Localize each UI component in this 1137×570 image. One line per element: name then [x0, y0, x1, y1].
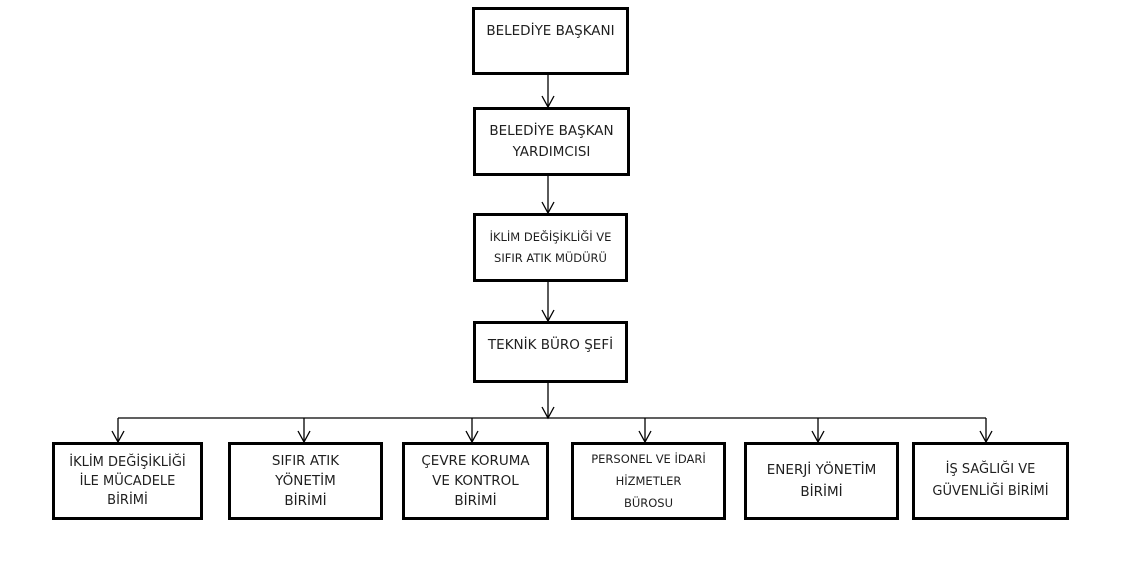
node-label: BELEDİYE BAŞKAN YARDIMCISI: [489, 123, 614, 160]
node-label: İKLİM DEĞİŞİKLİĞİ VE SIFIR ATIK MÜDÜRÜ: [489, 230, 612, 265]
node-mayor: BELEDİYE BAŞKANI: [472, 7, 629, 75]
node-unit-energy-management: ENERJİ YÖNETİM BİRİMİ: [744, 442, 899, 520]
node-label: ÇEVRE KORUMA VE KONTROL BİRİMİ: [421, 453, 530, 509]
node-label: BELEDİYE BAŞKANI: [486, 23, 615, 39]
node-deputy-mayor: BELEDİYE BAŞKAN YARDIMCISI: [473, 107, 630, 176]
node-label: SIFIR ATIK YÖNETİM BİRİMİ: [271, 453, 340, 509]
node-unit-climate-change: İKLİM DEĞİŞİKLİĞİ İLE MÜCADELE BİRİMİ: [52, 442, 203, 520]
node-director: İKLİM DEĞİŞİKLİĞİ VE SIFIR ATIK MÜDÜRÜ: [473, 213, 628, 282]
node-label: İŞ SAĞLIĞI VE GÜVENLİĞİ BİRİMİ: [932, 462, 1049, 499]
node-label: ENERJİ YÖNETİM BİRİMİ: [766, 462, 877, 500]
node-label: TEKNİK BÜRO ŞEFİ: [487, 337, 614, 353]
node-unit-occupational-safety: İŞ SAĞLIĞI VE GÜVENLİĞİ BİRİMİ: [912, 442, 1069, 520]
node-unit-personnel-admin: PERSONEL VE İDARİ HİZMETLER BÜROSU: [571, 442, 726, 520]
node-unit-zero-waste: SIFIR ATIK YÖNETİM BİRİMİ: [228, 442, 383, 520]
node-technical-office-chief: TEKNİK BÜRO ŞEFİ: [473, 321, 628, 383]
node-label: İKLİM DEĞİŞİKLİĞİ İLE MÜCADELE BİRİMİ: [69, 454, 186, 508]
node-unit-environment-protection: ÇEVRE KORUMA VE KONTROL BİRİMİ: [402, 442, 549, 520]
node-label: PERSONEL VE İDARİ HİZMETLER BÜROSU: [591, 452, 706, 510]
